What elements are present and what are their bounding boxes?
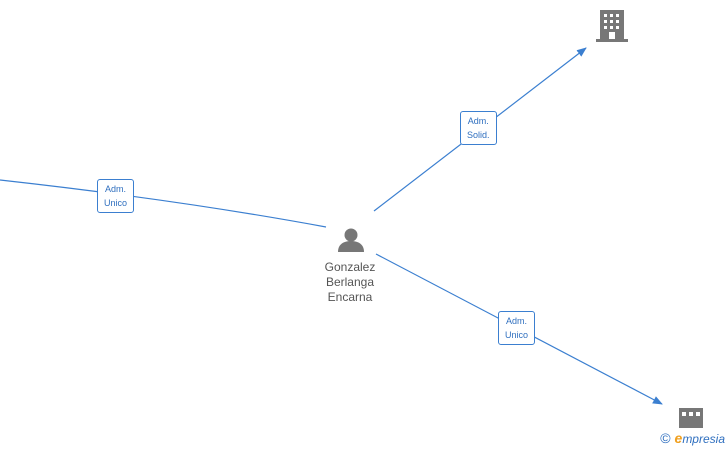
edge-label-incoming[interactable]: Adm. Unico (97, 179, 135, 213)
person-name-line: Gonzalez (324, 260, 376, 274)
building-icon[interactable] (679, 408, 703, 428)
brand-logo-initial: e (674, 430, 683, 446)
edge-label-line: Adm. (467, 116, 489, 126)
edge-line-incoming (0, 179, 327, 228)
edge-label-line: Solid. (467, 130, 490, 140)
edge-label-line: Adm. (506, 316, 528, 326)
person-name[interactable]: Gonzalez Berlanga Encarna (300, 260, 400, 305)
person-icon[interactable] (338, 228, 364, 253)
person-name-line: Berlanga (325, 275, 375, 289)
edge-label-company-bottom[interactable]: Adm. Unico (498, 311, 536, 345)
person-name-line: Encarna (327, 290, 373, 304)
brand-logo-text: mpresia (682, 432, 725, 446)
edge-label-line: Adm. (105, 184, 127, 194)
edge-label-line: Unico (104, 198, 128, 208)
footer-copyright: ©empresia (660, 430, 725, 446)
copyright-icon: © (660, 430, 671, 446)
edge-label-company-top[interactable]: Adm. Solid. (460, 111, 497, 145)
edge-label-line: Unico (505, 330, 529, 340)
building-icon[interactable] (596, 10, 628, 42)
